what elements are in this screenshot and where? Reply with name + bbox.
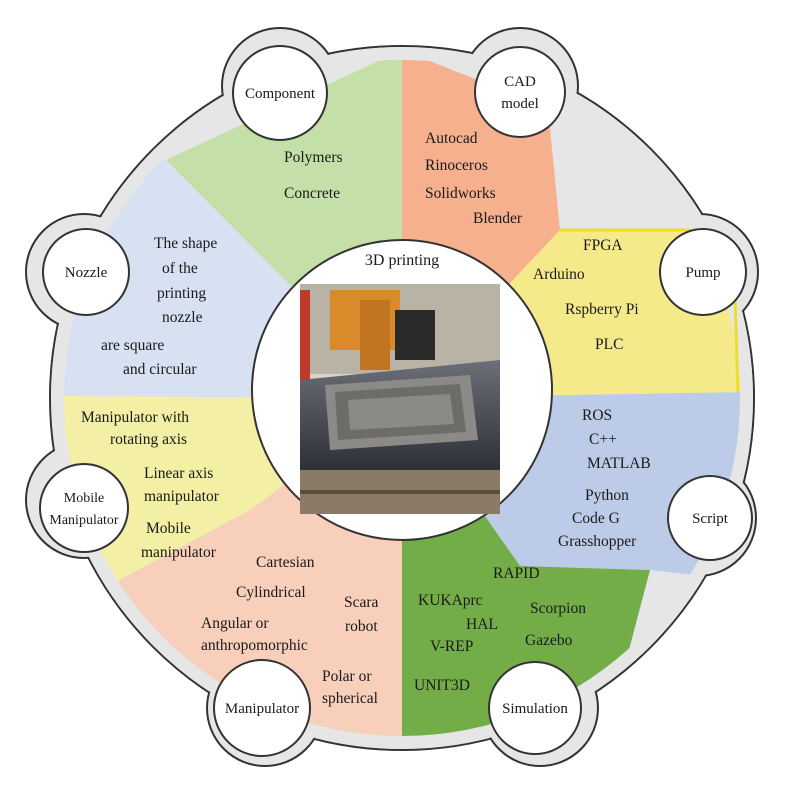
simulation-item: RAPID xyxy=(493,565,540,582)
cad-item: Solidworks xyxy=(425,185,496,202)
nozzle-item: and circular xyxy=(123,361,197,378)
script-item: Grasshopper xyxy=(558,533,637,550)
component-items: Polymers Concrete xyxy=(284,149,343,202)
mobile-items: Manipulator with rotating axis Linear ax… xyxy=(81,409,220,561)
component-item: Concrete xyxy=(284,185,340,202)
cad-items: Autocad Rinoceros Solidworks Blender xyxy=(425,130,523,227)
script-items: ROS C++ MATLAB Python Code G Grasshopper xyxy=(558,407,651,550)
badge-mobile: Mobile Manipulator xyxy=(39,463,129,553)
pump-item: Rspberry Pi xyxy=(565,301,639,318)
script-item: Code G xyxy=(572,510,620,527)
simulation-item: Gazebo xyxy=(525,632,573,649)
pump-items: FPGA Arduino Rspberry Pi PLC xyxy=(533,237,639,353)
badge-pump-label: Pump xyxy=(685,265,720,281)
badge-simulation: Simulation xyxy=(488,661,582,755)
mobile-item: manipulator xyxy=(141,544,217,561)
manipulator-items: Cartesian Cylindrical Scara robot Angula… xyxy=(201,554,379,707)
badge-mobile-label-2: Manipulator xyxy=(49,513,119,528)
badge-component: Component xyxy=(232,45,328,141)
nozzle-item: The shape xyxy=(154,235,217,252)
manipulator-item: Angular or xyxy=(201,615,269,632)
manipulator-item: Cylindrical xyxy=(236,584,306,601)
nozzle-item: printing xyxy=(157,285,206,302)
simulation-items: RAPID KUKAprc Scorpion HAL V-REP Gazebo … xyxy=(414,565,586,694)
pump-item: FPGA xyxy=(583,237,623,254)
simulation-item: KUKAprc xyxy=(418,592,483,609)
mobile-item: manipulator xyxy=(144,488,220,505)
badge-manipulator-label: Manipulator xyxy=(225,701,299,717)
script-item: Python xyxy=(585,487,629,504)
mobile-item: rotating axis xyxy=(110,431,187,448)
simulation-item: UNIT3D xyxy=(414,677,470,694)
cad-item: Autocad xyxy=(425,130,478,147)
mobile-item: Mobile xyxy=(146,520,191,537)
badge-component-label: Component xyxy=(245,86,316,102)
manipulator-item: Polar or xyxy=(322,668,372,685)
script-item: MATLAB xyxy=(587,455,651,472)
badge-script: Script xyxy=(667,475,753,561)
badge-manipulator: Manipulator xyxy=(213,659,311,757)
manipulator-item: Cartesian xyxy=(256,554,315,571)
pump-item: Arduino xyxy=(533,266,585,283)
pump-item: PLC xyxy=(595,336,623,353)
nozzle-items: The shape of the printing nozzle are squ… xyxy=(101,235,217,378)
mobile-item: Manipulator with xyxy=(81,409,189,426)
nozzle-item: nozzle xyxy=(162,309,203,326)
script-item: C++ xyxy=(589,431,617,448)
badge-simulation-label: Simulation xyxy=(502,701,568,717)
badge-nozzle-label: Nozzle xyxy=(65,265,108,281)
nozzle-item: of the xyxy=(162,260,198,277)
badge-nozzle: Nozzle xyxy=(42,228,130,316)
component-item: Polymers xyxy=(284,149,343,166)
simulation-item: HAL xyxy=(466,616,498,633)
manipulator-item: Scara xyxy=(344,594,379,611)
printing-photo xyxy=(300,284,500,514)
script-item: ROS xyxy=(582,407,612,424)
badge-mobile-label-1: Mobile xyxy=(64,491,104,506)
badge-cad: CAD model xyxy=(474,46,566,138)
cad-item: Rinoceros xyxy=(425,157,488,174)
badge-cad-label-1: CAD xyxy=(504,74,536,90)
nozzle-item: are square xyxy=(101,337,164,354)
simulation-item: Scorpion xyxy=(530,600,586,617)
manipulator-item: anthropomorphic xyxy=(201,637,308,654)
manipulator-item: robot xyxy=(345,618,378,635)
center-title: 3D printing xyxy=(365,252,439,269)
badge-cad-label-2: model xyxy=(501,96,539,112)
simulation-item: V-REP xyxy=(430,638,473,655)
cad-item: Blender xyxy=(473,210,523,227)
mobile-item: Linear axis xyxy=(144,465,213,482)
manipulator-item: spherical xyxy=(322,690,378,707)
badge-pump: Pump xyxy=(659,228,747,316)
badge-script-label: Script xyxy=(692,511,729,527)
